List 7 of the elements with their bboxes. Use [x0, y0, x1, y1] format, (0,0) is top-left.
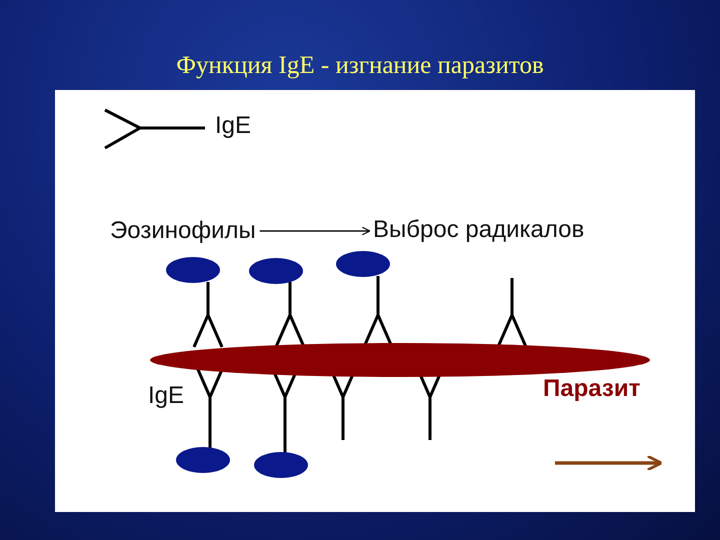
legend-label: IgE	[215, 112, 252, 140]
text-label: Выброс радикалов	[373, 216, 584, 244]
text-label: Эозинофилы	[110, 217, 256, 245]
text-label: IgE	[148, 382, 184, 410]
arrow	[260, 226, 370, 236]
slide-title: Функция IgE - изгнание паразитов	[175, 52, 545, 80]
text-label: Паразит	[543, 375, 640, 403]
